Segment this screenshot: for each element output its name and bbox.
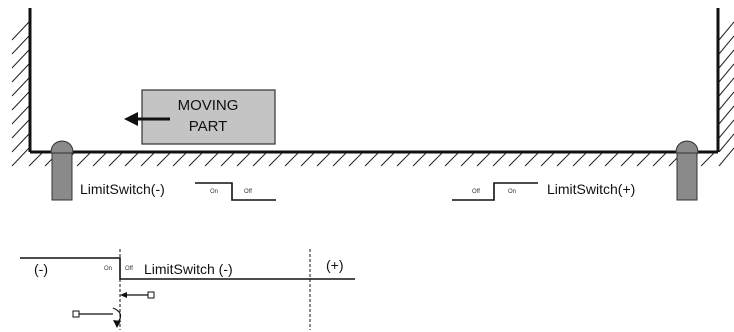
right-wall-hatching (718, 21, 734, 167)
moving-part-label-line1: MOVING (177, 97, 239, 114)
limit-switch-minus-label: LimitSwitch(-) (80, 181, 165, 197)
limit-switch-plus-signal (452, 182, 538, 201)
left-arrow-icon (124, 112, 170, 126)
timing-on-label: On (104, 266, 113, 272)
left-wall-hatching (11, 21, 30, 167)
timing-off-label: Off (125, 266, 133, 272)
approach-arrow-icon (120, 291, 155, 299)
limit-switch-plus-on-label: On (508, 189, 517, 195)
limit-switch-plus-label: LimitSwitch(+) (547, 181, 636, 197)
limit-switch-plus-sensor (675, 140, 699, 201)
limit-switch-plus-off-label: Off (472, 189, 480, 195)
homing-return-arrow-icon (72, 307, 122, 328)
timing-limit-switch-label: LimitSwitch (-) (144, 261, 233, 277)
floor-hatching (28, 152, 715, 167)
moving-part-label-line2: PART (188, 118, 228, 135)
timing-plus-sign: (+) (326, 257, 344, 273)
limit-switch-minus-off-label: Off (244, 189, 252, 195)
limit-switch-minus-on-label: On (210, 189, 219, 195)
limit-switch-minus-sensor (50, 140, 74, 201)
moving-part-box (141, 89, 276, 145)
limit-switch-minus-signal (195, 182, 276, 201)
timing-signal (20, 257, 355, 280)
timing-minus-sign: (-) (34, 261, 48, 277)
